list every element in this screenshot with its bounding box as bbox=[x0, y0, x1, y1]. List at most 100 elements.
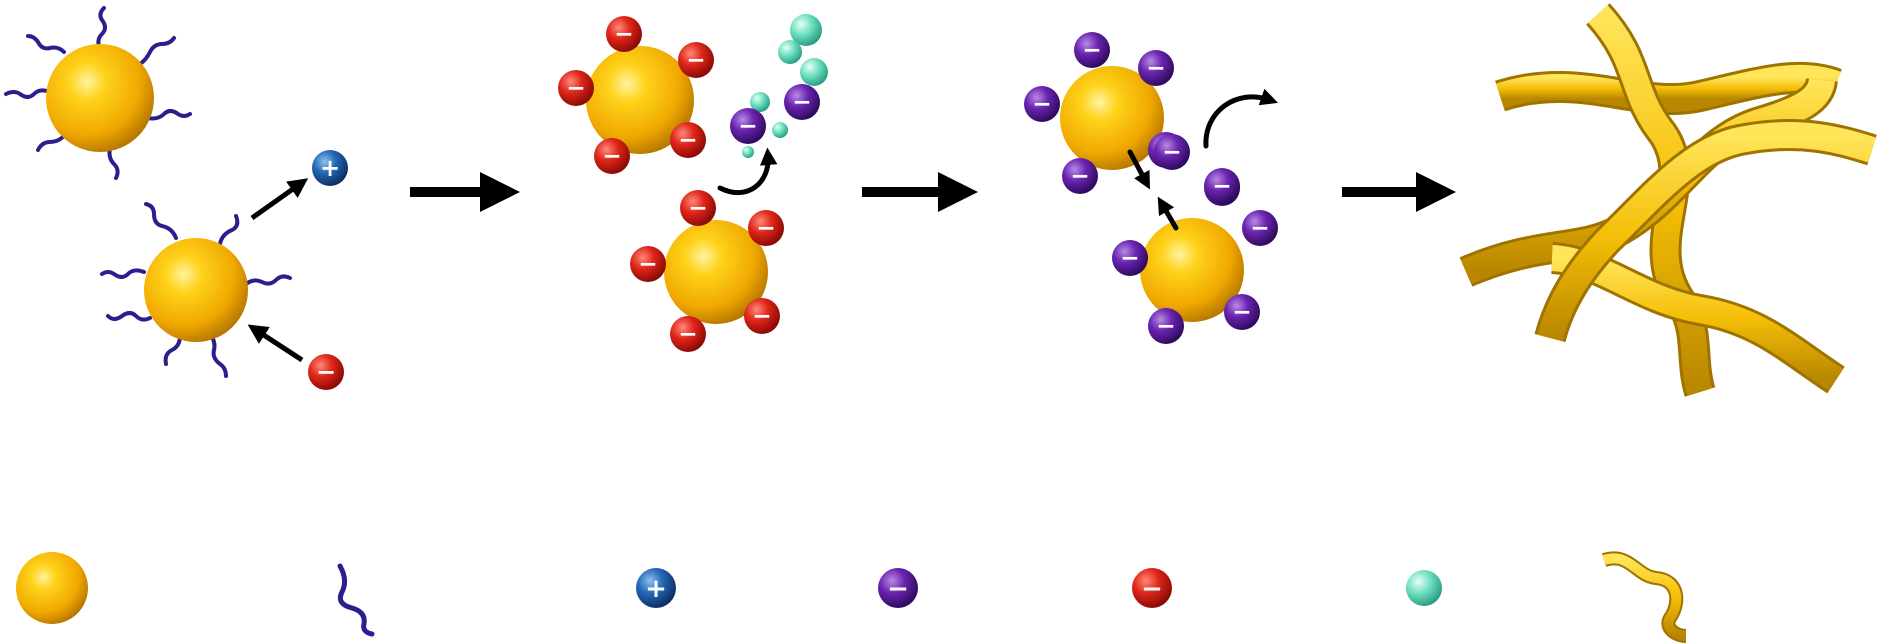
red-anion: − bbox=[680, 190, 716, 226]
red-anion: − bbox=[748, 210, 784, 246]
purple-anion-sphere bbox=[1138, 50, 1174, 86]
ligand-icon bbox=[337, 563, 375, 637]
cyan-particle bbox=[742, 146, 754, 158]
red-anion-sign: − bbox=[688, 196, 707, 222]
purple-anion: − bbox=[1138, 50, 1174, 86]
purple-anion-icon: − bbox=[878, 568, 918, 608]
gold-nanoparticle bbox=[586, 46, 694, 154]
purple-anion-sphere bbox=[1062, 158, 1098, 194]
red-anion: − bbox=[308, 354, 344, 390]
gold-nanoparticle bbox=[144, 238, 248, 342]
red-anion-sign: − bbox=[602, 144, 621, 170]
red-anion-sign: − bbox=[678, 322, 697, 348]
cation-sphere bbox=[312, 150, 348, 186]
red-anion-sphere bbox=[558, 70, 594, 106]
purple-anion-icon-sphere bbox=[878, 568, 918, 608]
cyan-particle bbox=[778, 40, 802, 64]
purple-anion: − bbox=[730, 108, 766, 144]
anion-sign: − bbox=[316, 358, 336, 386]
cyan-particle-icon bbox=[1406, 570, 1442, 606]
cation-icon-sphere bbox=[636, 568, 676, 608]
release-arrow bbox=[1203, 88, 1279, 149]
purple-anion-sphere bbox=[1154, 134, 1190, 170]
ligand-capped-particle bbox=[100, 202, 292, 378]
purple-anion: − bbox=[1062, 158, 1098, 194]
purple-anion-sphere bbox=[1112, 240, 1148, 276]
purple-anion-sign: − bbox=[1212, 174, 1231, 200]
cyan-particle bbox=[772, 122, 788, 138]
purple-anion: − bbox=[1074, 32, 1110, 68]
gold-nanoparticle bbox=[46, 44, 154, 152]
red-anion: − bbox=[670, 316, 706, 352]
gold-nanoparticle bbox=[1060, 66, 1164, 170]
stage-purple-anion-exchange: −−−−−−−−−−−− bbox=[1024, 32, 1279, 344]
approach-arrow bbox=[250, 178, 309, 221]
purple-anion-sphere bbox=[1242, 210, 1278, 246]
approach-arrow bbox=[247, 324, 304, 363]
red-anion-sphere bbox=[744, 298, 780, 334]
gold-nanoparticle bbox=[1140, 218, 1244, 322]
cation-sign: + bbox=[320, 154, 340, 182]
cyan-particle bbox=[800, 58, 828, 86]
red-anion-sign: − bbox=[566, 76, 585, 102]
legend: + − − bbox=[16, 551, 1687, 643]
red-anion: − bbox=[670, 122, 706, 158]
stage-red-anion-exchange: − − − − − − − − − − − − bbox=[558, 14, 828, 352]
purple-anion: − bbox=[1024, 86, 1060, 122]
red-anion: − bbox=[678, 42, 714, 78]
stage-nanowire-network bbox=[1459, 3, 1877, 397]
red-anion-sphere bbox=[670, 316, 706, 352]
red-anion: − bbox=[744, 298, 780, 334]
purple-anion-sphere bbox=[1224, 294, 1260, 330]
purple-anion-sign: − bbox=[1146, 56, 1165, 82]
purple-anion-sphere bbox=[784, 84, 820, 120]
purple-anion-sign: − bbox=[1082, 38, 1101, 64]
purple-anion-sign: − bbox=[1232, 300, 1251, 326]
red-anion-sign: − bbox=[614, 22, 633, 48]
red-anion-sphere bbox=[680, 190, 716, 226]
red-anion-sign: − bbox=[678, 128, 697, 154]
gold-nanowire-icon bbox=[1601, 551, 1687, 643]
purple-anion-sign: − bbox=[1070, 164, 1089, 190]
red-anion: − bbox=[558, 70, 594, 106]
red-anion: − bbox=[606, 16, 642, 52]
nanowire bbox=[1495, 61, 1842, 116]
red-anion-sphere bbox=[630, 246, 666, 282]
purple-anion-sign: − bbox=[738, 114, 757, 140]
purple-anion: − bbox=[1112, 240, 1148, 276]
purple-anion-sphere bbox=[730, 108, 766, 144]
purple-anion-sign: − bbox=[792, 90, 811, 116]
red-anion-sphere bbox=[678, 42, 714, 78]
purple-anion-sphere bbox=[1204, 168, 1240, 204]
red-anion-sphere bbox=[670, 122, 706, 158]
purple-anion: − bbox=[1242, 210, 1278, 246]
red-anion: − bbox=[630, 246, 666, 282]
ligand-capped-particle bbox=[4, 6, 192, 180]
ligand-shell bbox=[100, 202, 292, 378]
red-anion-sign: − bbox=[752, 304, 771, 330]
red-anion: − bbox=[594, 138, 630, 174]
purple-anion-sign: − bbox=[1032, 92, 1051, 118]
red-anion-icon-sign: − bbox=[1141, 574, 1163, 604]
purple-anion-sign: − bbox=[1162, 140, 1181, 166]
red-anion-icon-sphere bbox=[1132, 568, 1172, 608]
purple-anion-sphere bbox=[1148, 308, 1184, 344]
gold-nanoparticle bbox=[664, 220, 768, 324]
red-anion-sign: − bbox=[686, 48, 705, 74]
exchange-arrow bbox=[717, 147, 778, 196]
purple-anion-sphere bbox=[1074, 32, 1110, 68]
purple-anion: − bbox=[1148, 308, 1184, 344]
purple-anion: − bbox=[1204, 168, 1240, 204]
red-anion-sign: − bbox=[638, 252, 657, 278]
purple-anion-sign: − bbox=[1120, 246, 1139, 272]
purple-anion: − bbox=[784, 84, 820, 120]
cyan-particle bbox=[750, 92, 770, 112]
gold-nanoparticle-icon bbox=[16, 552, 88, 624]
cation-icon: + bbox=[636, 568, 676, 608]
red-anion-sphere bbox=[594, 138, 630, 174]
purple-anion-icon-sign: − bbox=[887, 574, 909, 604]
nanowire bbox=[1534, 119, 1877, 343]
cation-icon-sign: + bbox=[645, 574, 667, 604]
red-anion-sign: − bbox=[756, 216, 775, 242]
